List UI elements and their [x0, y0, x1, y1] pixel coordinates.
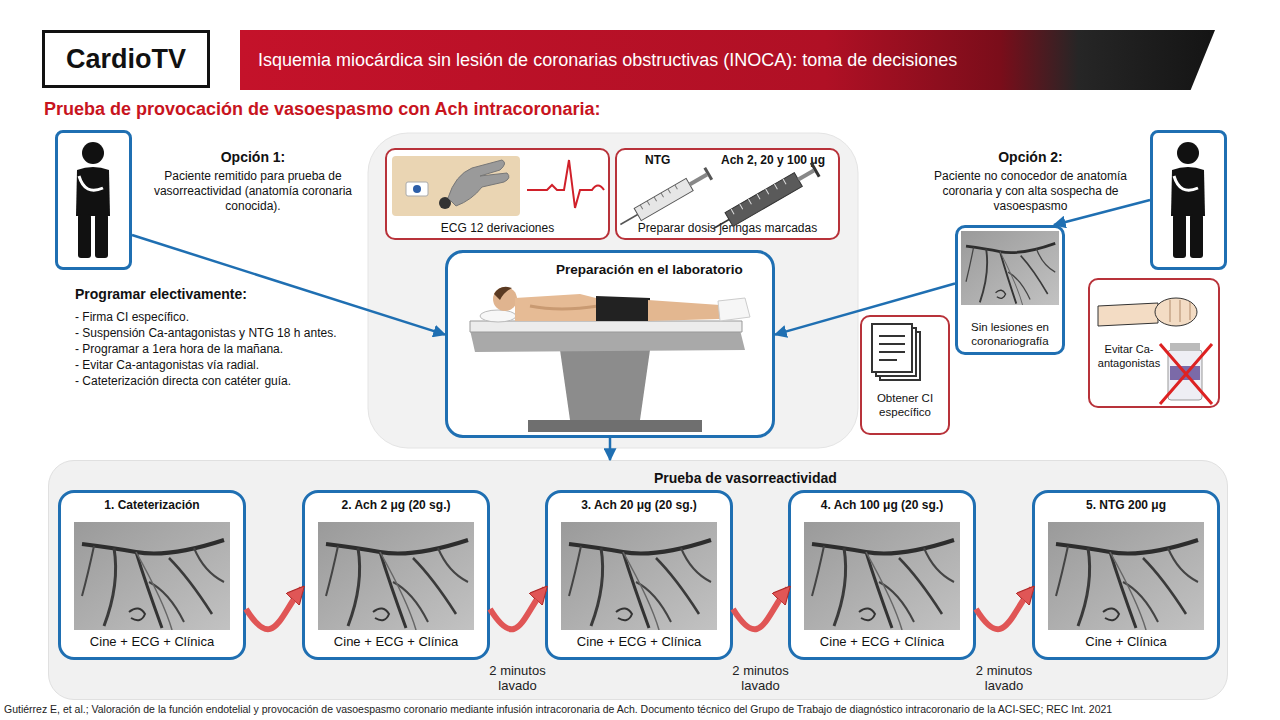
flow-arrow — [1054, 200, 1150, 225]
step-box: 1. CateterizaciónCine + ECG + Clínica — [58, 490, 246, 660]
box-title: ECG 12 derivaciones — [387, 221, 608, 235]
box-text: Cine + ECG + Clínica — [548, 634, 730, 649]
checklist-item: - Suspensión Ca-antagonistas y NTG 18 h … — [75, 325, 365, 341]
box-title: 4. Ach 100 μg (20 sg.) — [791, 498, 973, 512]
angiogram-box: Sin lesiones en coronariografía — [955, 225, 1065, 355]
caption: Gutiérrez E, et al.; Valoración de la fu… — [4, 703, 1112, 715]
flow-arrow — [609, 438, 612, 460]
person-box: Opción 1:Paciente remitido para prueba d… — [55, 130, 132, 270]
box-text: Paciente remitido para prueba de vasorre… — [153, 169, 353, 214]
checklist-item: - Programar a 1era hora de la mañana. — [75, 341, 365, 357]
preparation-box: Preparación en el laboratorio — [445, 250, 775, 438]
box-text: Cine + ECG + Clínica — [61, 634, 243, 649]
edge-label: 2 minutos lavado — [959, 663, 1049, 693]
box-text: Cine + ECG + Clínica — [305, 634, 487, 649]
box-text: Cine + ECG + Clínica — [791, 634, 973, 649]
header-banner: Isquemia miocárdica sin lesión de corona… — [240, 30, 1215, 90]
box-title: Opción 1: — [153, 149, 353, 165]
step-box: 2. Ach 2 μg (20 sg.) Cine + ECG + Clínica — [302, 490, 490, 660]
box-title: Preparación en el laboratorio — [556, 262, 743, 277]
box-title: 2. Ach 2 μg (20 sg.) — [305, 498, 487, 512]
syringe-box: NTG Ach 2, 20 y 100 μg Preparar dosis jeri… — [615, 148, 840, 240]
checklist-heading: Programar electivamente: — [75, 286, 365, 302]
box-title: Opción 2: — [918, 149, 1143, 165]
checklist-item: - Firma CI específico. — [75, 309, 365, 325]
box-title: NTG — [645, 153, 670, 167]
box-title: Obtener CI específico — [862, 391, 948, 419]
box-title: 5. NTG 200 μg — [1035, 498, 1217, 512]
box-title: Isquemia miocárdica sin lesión de corona… — [258, 30, 957, 90]
checklist: Programar electivamente: - Firma CI espec… — [75, 286, 365, 389]
step-box: 5. NTG 200 μg Cine + Clínica — [1032, 490, 1220, 660]
preparation-panel — [368, 133, 858, 448]
person-box: Opción 2:Paciente no conocedor de anatom… — [1150, 130, 1227, 270]
test-panel: Prueba de vasorreactividad 1. Cateterizac… — [48, 460, 1228, 700]
checklist-item: - Cateterización directa con catéter guí… — [75, 373, 365, 389]
box-title: 3. Ach 20 μg (20 sg.) — [548, 498, 730, 512]
box-text: Ach 2, 20 y 100 μg — [709, 153, 837, 167]
box-text: Preparar dosis jeringas marcadas — [617, 221, 838, 235]
box-title: CardioTV — [45, 33, 207, 85]
page-title: Prueba de provocación de vasoespasmo con… — [44, 99, 601, 120]
step-box: 3. Ach 20 μg (20 sg.) Cine + ECG + Clínic… — [545, 490, 733, 660]
ecg-box: ECG 12 derivaciones — [385, 148, 610, 240]
box-text: Cine + Clínica — [1035, 634, 1217, 649]
edge-label: 2 minutos lavado — [473, 663, 563, 693]
checklist-item: - Evitar Ca-antagonistas vía radial. — [75, 357, 365, 373]
consent-box: Obtener CI específico — [860, 315, 950, 435]
box-title: 1. Cateterización — [61, 498, 243, 512]
box-title: Evitar Ca-antagonistas — [1095, 342, 1163, 370]
box-text: Paciente no conocedor de anatomía corona… — [918, 169, 1143, 214]
warning-box: Evitar Ca-antagonistas — [1088, 278, 1220, 408]
box-title: Sin lesiones en coronariografía — [958, 320, 1062, 348]
edge-label: 2 minutos lavado — [716, 663, 806, 693]
logo-box: CardioTV — [42, 30, 210, 88]
step-box: 4. Ach 100 μg (20 sg.) Cine + ECG + Clíni… — [788, 490, 976, 660]
box-title: Prueba de vasorreactividad — [654, 470, 837, 486]
